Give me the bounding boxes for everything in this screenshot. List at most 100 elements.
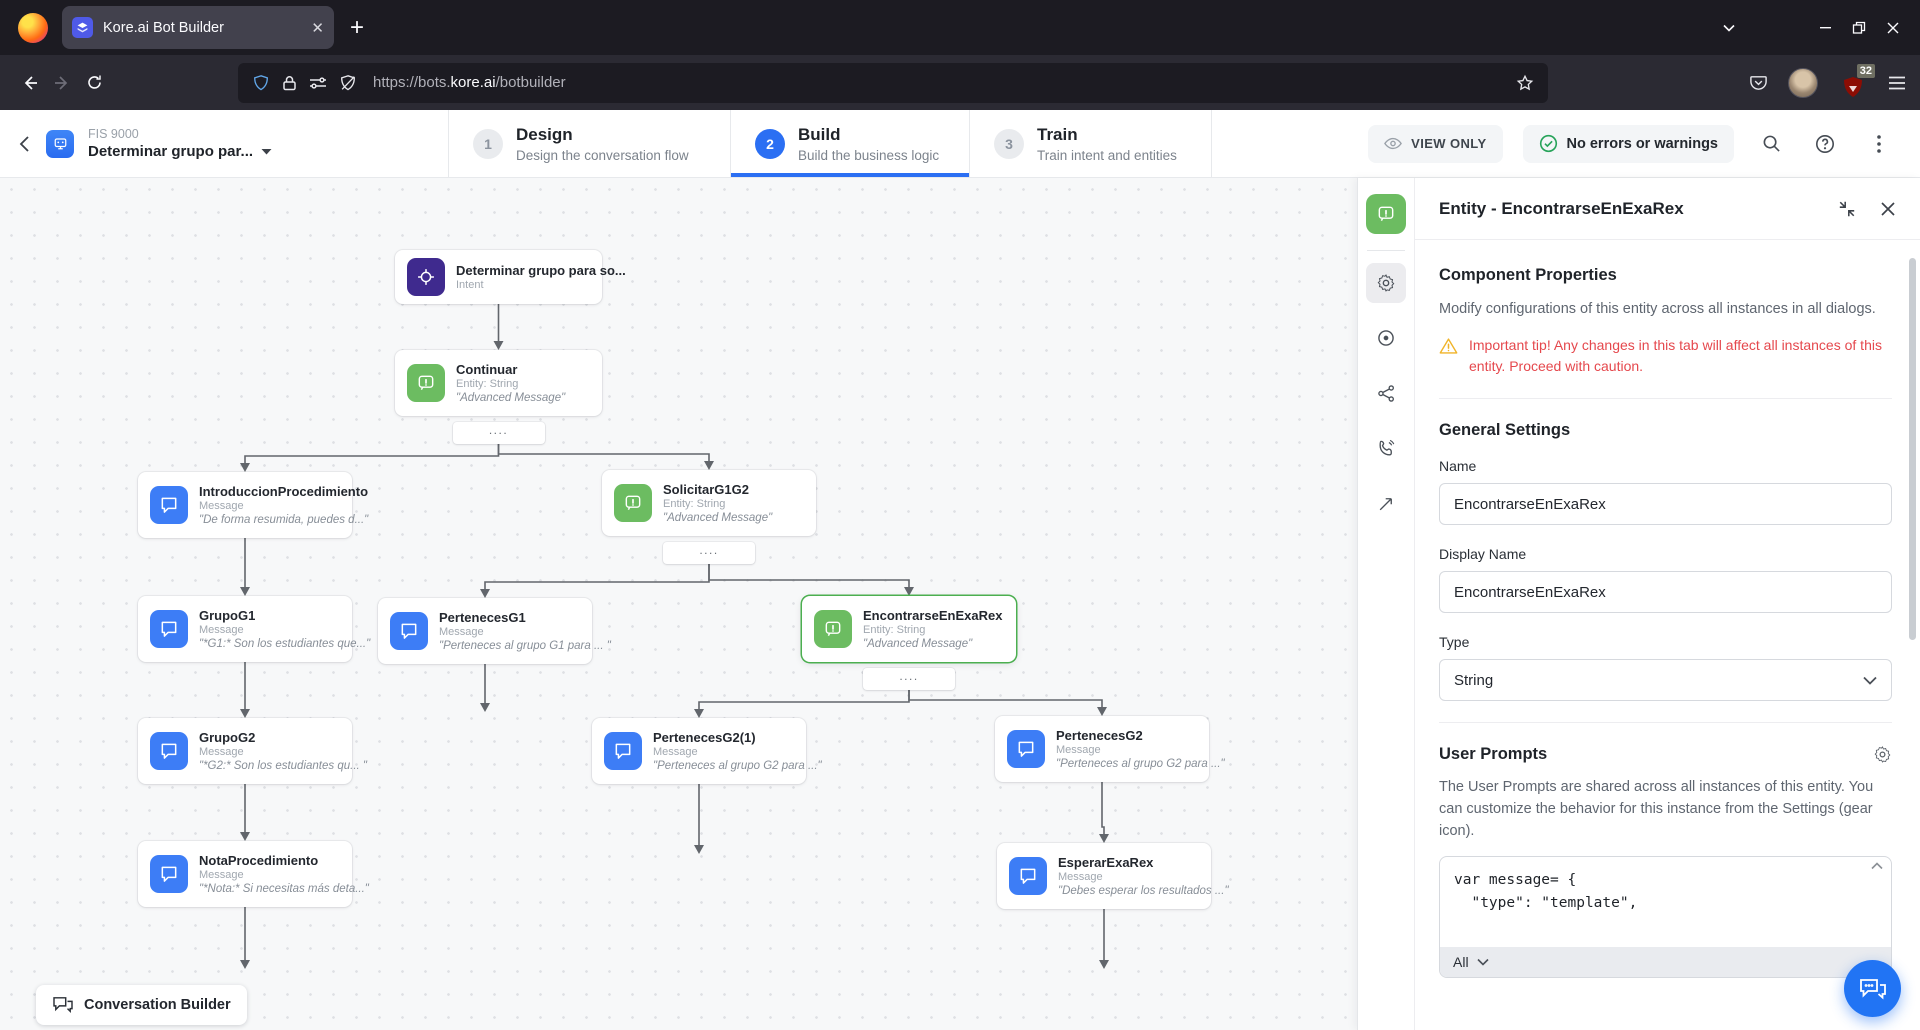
eye-icon <box>1384 137 1403 150</box>
node-more-button[interactable]: .... <box>452 422 545 444</box>
node-preview: "Perteneces al grupo G2 para ..." <box>1056 758 1225 770</box>
account-avatar[interactable] <box>1788 67 1818 98</box>
dialog-name-dropdown[interactable]: Determinar grupo par... <box>88 143 272 160</box>
forward-icon[interactable] <box>46 67 78 99</box>
node-title: Determinar grupo para so... <box>456 263 626 278</box>
node-title: PertenecesG1 <box>439 610 526 625</box>
extension-badge: 32 <box>1856 63 1875 78</box>
node-type: Message <box>199 500 244 512</box>
connections-icon[interactable] <box>1366 373 1406 413</box>
node-preview: "Advanced Message" <box>663 512 773 524</box>
tab-build[interactable]: 2 Build Build the business logic <box>731 110 970 177</box>
browser-titlebar: Kore.ai Bot Builder ✕ + <box>0 0 1920 55</box>
voice-call-icon[interactable] <box>1366 428 1406 468</box>
panel-content: Component Properties Modify configuratio… <box>1415 240 1920 1030</box>
node-more-button[interactable]: .... <box>863 668 955 690</box>
tracking-shield-icon[interactable] <box>252 74 270 92</box>
type-select[interactable]: String <box>1439 659 1892 702</box>
component-properties-title: Component Properties <box>1439 266 1617 284</box>
menu-icon[interactable] <box>1888 76 1906 90</box>
divider <box>1367 250 1405 251</box>
prompt-code-editor[interactable]: var message= { "type": "template", All <box>1439 856 1892 979</box>
node-type: Entity: String <box>456 378 519 390</box>
app-nav-bar: FIS 9000 Determinar grupo par... 1 Desig… <box>0 110 1920 178</box>
tab-design[interactable]: 1 Design Design the conversation flow <box>449 110 731 177</box>
entity-icon <box>614 484 652 522</box>
event-arrow-icon[interactable] <box>1366 483 1406 523</box>
pocket-icon[interactable] <box>1749 73 1768 92</box>
lock-icon[interactable] <box>282 75 297 91</box>
shield-off-icon[interactable] <box>339 74 357 92</box>
entity-icon <box>814 610 852 648</box>
scroll-up-icon[interactable] <box>1871 862 1883 870</box>
conversation-builder-button[interactable]: Conversation Builder <box>36 985 247 1025</box>
flow-node-pertenecesG2_1[interactable]: PertenecesG2(1)Message"Perteneces al gru… <box>592 718 822 784</box>
window-close-icon[interactable] <box>1876 21 1910 35</box>
view-only-badge: VIEW ONLY <box>1368 124 1503 163</box>
instance-target-icon[interactable] <box>1366 318 1406 358</box>
node-preview: "*Nota:* Si necesitas más deta..." <box>199 883 369 895</box>
flow-node-intent[interactable]: Determinar grupo para so...Intent <box>395 250 626 304</box>
live-chat-fab[interactable] <box>1844 960 1901 1017</box>
entity-icon <box>1366 194 1406 234</box>
prompt-channel-selector[interactable]: All <box>1440 947 1891 978</box>
node-more-button[interactable]: .... <box>663 542 755 564</box>
settings-gear-icon[interactable] <box>1366 263 1406 303</box>
search-icon[interactable] <box>1754 134 1788 153</box>
message-icon <box>150 486 188 524</box>
node-type: Message <box>199 869 244 881</box>
back-chevron-icon[interactable] <box>18 135 32 153</box>
url-text: https://bots.kore.ai/botbuilder <box>373 74 566 91</box>
node-preview: "*G2:* Son los estudiantes qu... " <box>199 760 367 772</box>
chat-bubbles-icon <box>1859 978 1886 999</box>
user-prompts-desc: The User Prompts are shared across all i… <box>1439 779 1874 839</box>
step-desc: Design the conversation flow <box>516 147 689 163</box>
reload-icon[interactable] <box>78 67 110 99</box>
browser-tab[interactable]: Kore.ai Bot Builder ✕ <box>62 6 334 49</box>
back-icon[interactable] <box>14 67 46 99</box>
node-title: PertenecesG2(1) <box>653 730 756 745</box>
name-field[interactable]: EncontrarseEnExaRex <box>1439 483 1892 526</box>
step-desc: Build the business logic <box>798 147 940 163</box>
tab-list-chevron-icon[interactable] <box>1712 21 1746 35</box>
tab-train[interactable]: 3 Train Train intent and entities <box>970 110 1212 177</box>
node-preview: "Advanced Message" <box>863 638 973 650</box>
status-badge[interactable]: No errors or warnings <box>1522 124 1734 163</box>
message-icon <box>150 855 188 893</box>
node-title: EncontrarseEnExaRex <box>863 608 1003 623</box>
minimize-icon[interactable] <box>1808 21 1842 34</box>
collapse-icon[interactable] <box>1838 200 1856 218</box>
new-tab-button[interactable]: + <box>350 13 365 41</box>
help-icon[interactable] <box>1808 134 1842 154</box>
prompts-settings-gear-icon[interactable] <box>1873 745 1892 764</box>
url-bar[interactable]: https://bots.kore.ai/botbuilder <box>238 62 1548 103</box>
conversation-builder-label: Conversation Builder <box>84 997 231 1013</box>
name-label: Name <box>1439 458 1477 475</box>
panel-scrollbar[interactable] <box>1909 258 1916 640</box>
permissions-icon[interactable] <box>309 76 327 90</box>
warning-message: Important tip! Any changes in this tab w… <box>1439 335 1892 378</box>
tab-close-icon[interactable]: ✕ <box>311 19 324 37</box>
prompt-code[interactable]: var message= { "type": "template", <box>1454 872 1638 911</box>
kebab-menu-icon[interactable] <box>1862 134 1896 153</box>
adblock-extension-icon[interactable]: 32 <box>1838 63 1875 99</box>
bookmark-star-icon[interactable] <box>1516 74 1534 92</box>
node-type: Message <box>439 626 484 638</box>
close-icon[interactable] <box>1880 201 1896 217</box>
node-type: Entity: String <box>663 498 726 510</box>
step-label: Build <box>798 124 841 144</box>
display-name-field[interactable]: EncontrarseEnExaRex <box>1439 571 1892 614</box>
node-type: Intent <box>456 279 484 291</box>
restore-icon[interactable] <box>1842 21 1876 35</box>
